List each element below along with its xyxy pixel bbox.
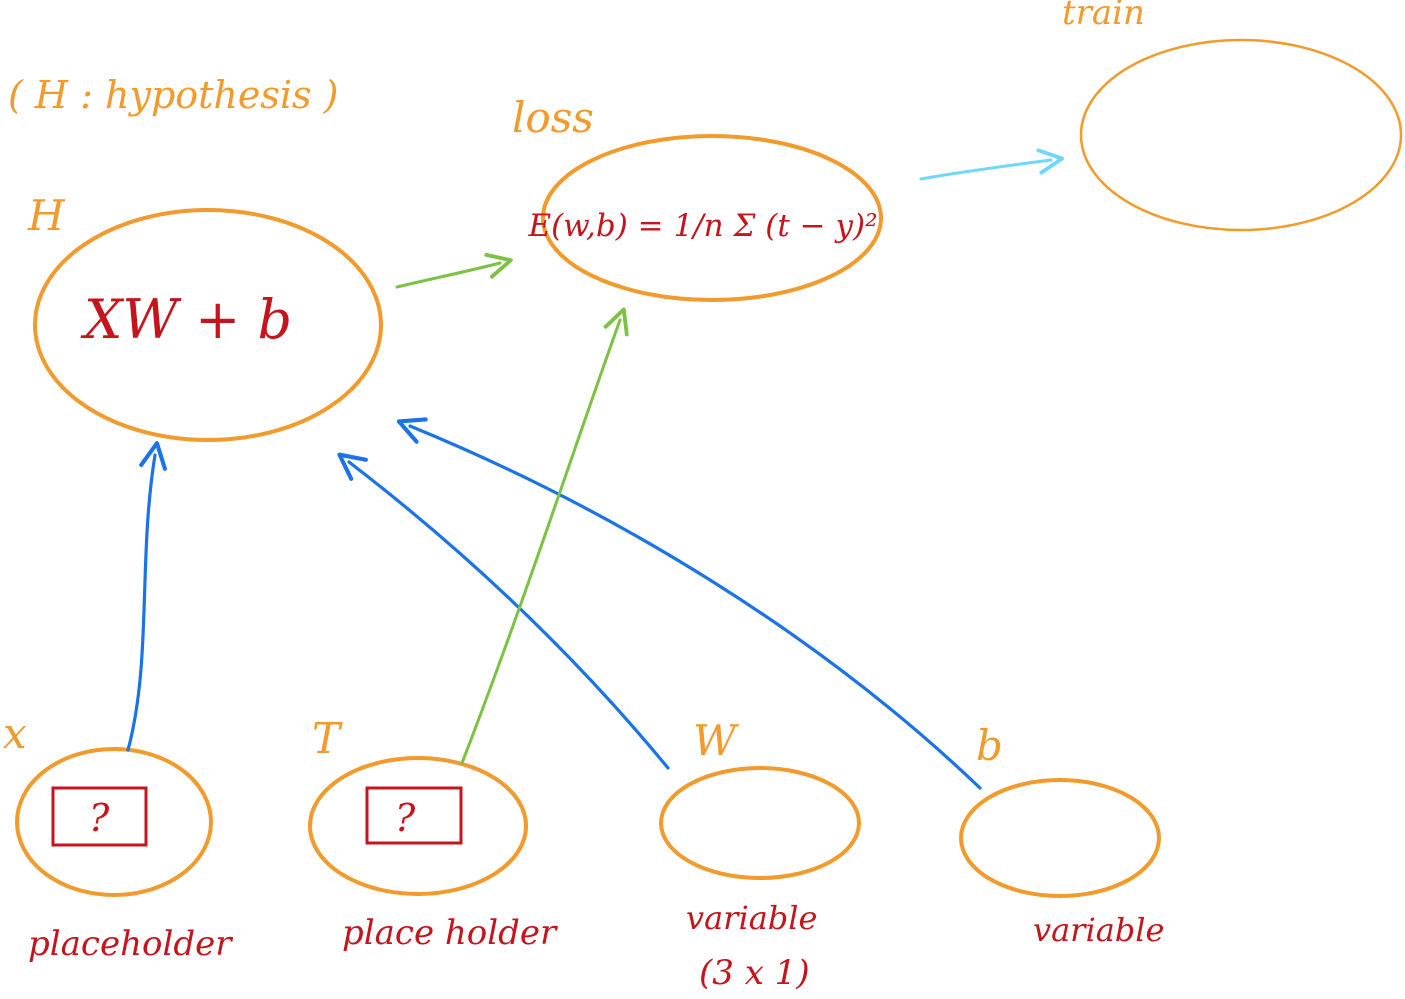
x-placeholder-box [51,786,148,847]
edge-hypothesis-to-loss [395,252,513,289]
edge-loss-to-train [919,148,1065,181]
hypothesis-formula: XW + b [80,288,292,351]
train-node-label: train [1062,0,1145,33]
hypothesis-node-label: H [27,191,66,240]
x-node [15,747,213,897]
x-node-type: placeholder [28,924,233,964]
hypothesis-node [33,208,383,442]
edge-x-to-hypothesis [126,441,167,752]
t-node-label: T [312,714,343,763]
b-node [959,778,1161,898]
loss-node-label: loss [512,93,594,142]
hypothesis-annotation: ( H : hypothesis ) [8,73,338,117]
edge-t-to-loss [460,307,629,765]
t-unknown-symbol: ? [395,796,416,840]
b-node-type: variable [1033,911,1164,949]
w-node-label: W [693,716,740,765]
edge-b-to-hypothesis [396,417,982,790]
train-node [1079,38,1403,232]
w-node-type: variable [686,899,817,937]
x-unknown-symbol: ? [89,796,110,840]
loss-formula: E(w,b) = 1/n Σ (t − y)² [527,208,877,244]
w-node-shape: (3 x 1) [699,953,810,993]
b-node-label: b [976,721,1003,770]
w-node [659,766,861,880]
x-node-label: x [3,709,27,758]
t-placeholder-box [365,786,463,845]
edge-w-to-hypothesis [337,452,670,770]
t-node [308,756,528,896]
loss-node [541,134,883,302]
t-node-type: place holder [342,913,558,953]
